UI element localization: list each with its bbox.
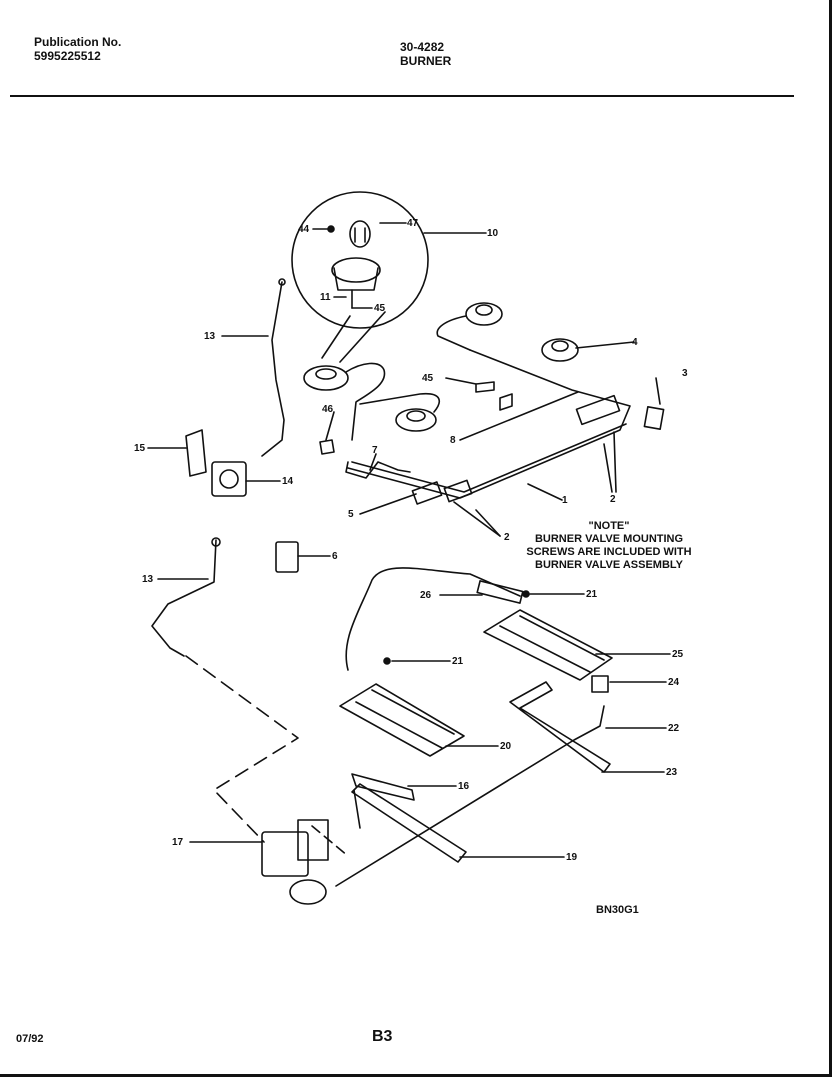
page-number: B3 [372, 1028, 393, 1045]
dashed-route [185, 655, 299, 843]
callout-25: 25 [672, 649, 684, 660]
note-line-2: SCREWS ARE INCLUDED WITH [526, 546, 692, 558]
callout-13-upper: 13 [204, 331, 216, 342]
note-line-3: BURNER VALVE ASSEMBLY [535, 559, 683, 571]
assembly-note: "NOTE" BURNER VALVE MOUNTING SCREWS ARE … [494, 520, 724, 572]
bracket-15 [185, 429, 207, 477]
burner-head-detail [331, 257, 381, 283]
callout-8: 8 [450, 435, 456, 446]
callout-2-right: 2 [610, 494, 616, 505]
callout-21-right: 21 [586, 589, 598, 600]
callout-4: 4 [632, 337, 638, 348]
callout-2-front: 2 [504, 532, 510, 543]
burner-tube-19 [351, 783, 467, 863]
clip-45 [475, 381, 495, 393]
tube-13-upper [261, 281, 285, 457]
callout-46: 46 [322, 404, 334, 415]
callout-26: 26 [420, 590, 432, 601]
callout-1: 1 [562, 495, 568, 506]
callout-22: 22 [668, 723, 680, 734]
callout-17: 17 [172, 837, 184, 848]
note-line-1: BURNER VALVE MOUNTING [534, 533, 684, 545]
burner-tube-23 [509, 681, 611, 773]
callout-15: 15 [134, 443, 146, 454]
callout-labels: 44 47 10 11 45 13 4 3 45 46 8 15 14 7 1 … [134, 218, 688, 863]
callout-13-lower: 13 [142, 574, 154, 585]
callout-44: 44 [298, 224, 310, 235]
callout-5: 5 [348, 509, 354, 520]
clip-46 [319, 439, 335, 455]
callout-45-top: 45 [374, 303, 386, 314]
callout-14: 14 [282, 476, 294, 487]
callout-20: 20 [500, 741, 512, 752]
valve-front-right [443, 479, 473, 503]
safety-valve-17 [261, 831, 309, 877]
callout-19: 19 [566, 852, 578, 863]
tray-25 [483, 609, 613, 681]
note-title: "NOTE" [588, 520, 630, 532]
callout-24: 24 [668, 677, 680, 688]
callout-7: 7 [372, 445, 378, 456]
burner-right-front [541, 338, 579, 362]
valve-front-left [411, 481, 443, 505]
diagram-code: BN30G1 [596, 904, 639, 916]
callout-21-left: 21 [452, 656, 464, 667]
valve-rear [575, 394, 621, 426]
callout-10: 10 [487, 228, 499, 239]
part-24 [591, 675, 609, 693]
right-border [829, 0, 832, 1077]
section-block: 30-4282 BURNER [400, 40, 451, 68]
callout-6: 6 [332, 551, 338, 562]
header-rule [10, 95, 794, 97]
callout-45-mid: 45 [422, 373, 434, 384]
manifold-pipe [347, 349, 631, 499]
control-14 [211, 461, 247, 497]
igniter-detail [349, 220, 371, 248]
part-6 [275, 541, 299, 573]
publication-block: Publication No. 5995225512 [34, 35, 121, 63]
publication-number: 5995225512 [34, 49, 101, 63]
callout-11: 11 [320, 292, 331, 303]
burner-left-front [395, 408, 437, 432]
tube-13-lower [151, 539, 217, 657]
wire-26 [345, 567, 521, 671]
bottom-border [0, 1074, 832, 1077]
tube-22 [335, 705, 605, 887]
callout-23: 23 [666, 767, 678, 778]
burner-right-rear [465, 302, 503, 326]
bracket-16 [351, 773, 415, 801]
callout-3: 3 [682, 368, 688, 379]
tray-20 [339, 683, 465, 757]
callout-47: 47 [407, 218, 419, 229]
section-code: 30-4282 [400, 40, 445, 54]
publication-label: Publication No. [34, 35, 122, 49]
burner-left-rear [303, 365, 349, 391]
part-3 [643, 405, 665, 431]
section-title: BURNER [400, 54, 452, 68]
footer-date: 07/92 [16, 1033, 44, 1045]
detail-magnifier-circle [291, 191, 429, 329]
callout-16: 16 [458, 781, 470, 792]
